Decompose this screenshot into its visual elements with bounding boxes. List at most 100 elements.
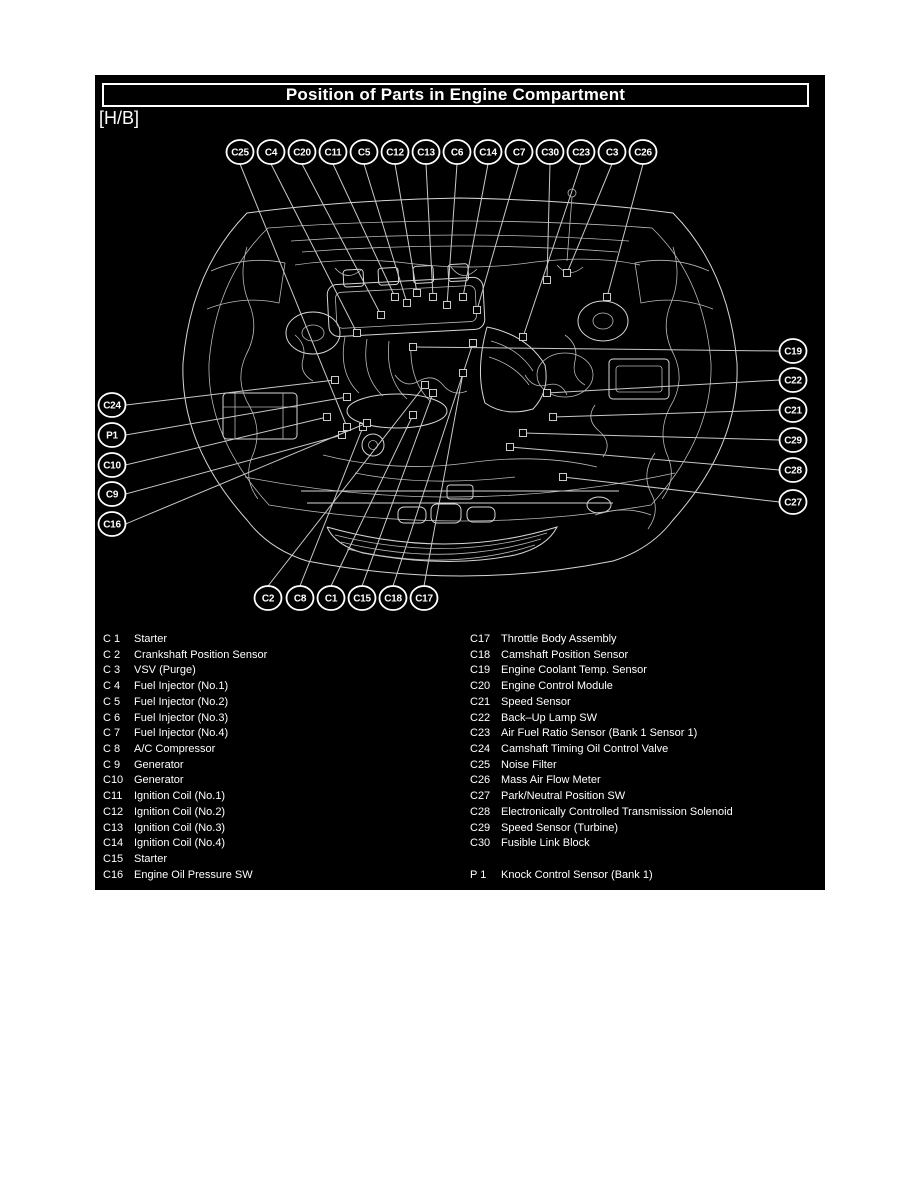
legend-code: C 7 (103, 727, 121, 740)
part-label-circle (285, 585, 315, 611)
legend-code: C 4 (103, 680, 121, 693)
legend-code: C12 (103, 805, 124, 818)
part-label-text: C20 (293, 148, 311, 159)
legend-code: C17 (470, 633, 491, 645)
part-label-text: P1 (106, 431, 118, 442)
part-label-circle (597, 139, 627, 165)
legend-desc: Crankshaft Position Sensor (134, 648, 268, 661)
part-label-C20: C20 (287, 139, 317, 165)
legend-row: C 7 Fuel Injector (No.4) (103, 726, 267, 742)
part-label-circle (349, 139, 379, 165)
legend-code: C11 (103, 790, 123, 803)
legend-code: C 3 (103, 664, 121, 677)
part-label-C6: C6 (442, 139, 472, 165)
legend-code: C26 (470, 774, 491, 787)
part-label-text: C26 (634, 148, 652, 159)
connector-mark-C10 (323, 413, 331, 421)
part-label-circle (778, 489, 808, 515)
leader-line-C17 (423, 372, 464, 587)
legend-row: C 1 Starter (103, 632, 267, 648)
part-label-C14: C14 (473, 139, 503, 165)
part-label-text: C9 (106, 490, 119, 501)
part-label-circle (287, 139, 317, 165)
part-label-circle (409, 585, 439, 611)
part-label-C18: C18 (378, 585, 408, 611)
part-label-C2: C2 (253, 585, 283, 611)
part-label-circle (778, 367, 808, 393)
leader-line-C28 (509, 446, 780, 471)
part-label-circle (628, 139, 658, 165)
leader-line-C24 (125, 379, 336, 406)
part-label-C24: C24 (97, 392, 127, 418)
legend-code: C20 (470, 680, 491, 693)
part-label-text: C22 (784, 376, 802, 387)
legend-desc: Camshaft Position Sensor (501, 648, 629, 661)
legend-desc: Fuel Injector (No.1) (134, 680, 229, 693)
part-label-text: C15 (353, 594, 371, 605)
connector-mark-C19 (409, 343, 417, 351)
title-box: Position of Parts in Engine Compartment (102, 83, 809, 107)
part-label-C26: C26 (628, 139, 658, 165)
legend-desc: Park/Neutral Position SW (501, 790, 626, 803)
leader-line-C25 (239, 163, 348, 428)
legend-code: C13 (103, 821, 124, 834)
leader-line-C12 (394, 163, 418, 294)
legend-desc: Mass Air Flow Meter (501, 774, 601, 787)
connector-mark-P1 (343, 393, 351, 401)
legend-desc: Throttle Body Assembly (501, 633, 617, 645)
leader-line-C30 (546, 163, 551, 281)
part-label-text: C3 (606, 148, 619, 159)
leader-line-C20 (301, 163, 382, 316)
legend-desc: Engine Coolant Temp. Sensor (501, 664, 647, 677)
legend-code: C28 (470, 805, 491, 818)
connector-mark-C15 (429, 389, 437, 397)
leader-line-C11 (332, 163, 396, 298)
part-label-text: C1 (325, 594, 338, 605)
legend-row: C26 Mass Air Flow Meter (470, 773, 733, 789)
legend-code: C 1 (103, 633, 121, 645)
legend-desc: Starter (134, 633, 168, 645)
part-label-C13: C13 (411, 139, 441, 165)
part-label-circle (778, 427, 808, 453)
part-label-circle (778, 397, 808, 423)
leader-line-C10 (125, 416, 328, 466)
connector-mark-C3 (563, 269, 571, 277)
legend-desc: Back–Up Lamp SW (501, 711, 597, 724)
legend-desc: A/C Compressor (134, 743, 216, 756)
part-label-C16: C16 (97, 511, 127, 537)
part-label-text: C30 (541, 148, 559, 159)
legend-code: P 1 (470, 868, 487, 881)
part-label-circle (380, 139, 410, 165)
part-label-text: C27 (784, 498, 802, 509)
part-label-C22: C22 (778, 367, 808, 393)
connector-mark-C24 (331, 376, 339, 384)
part-label-circle (378, 585, 408, 611)
part-label-text: C13 (417, 148, 435, 159)
part-label-text: C28 (784, 466, 802, 477)
legend-desc: Generator (134, 774, 184, 787)
connector-mark-C27 (559, 473, 567, 481)
connector-mark-C12 (413, 289, 421, 297)
legend-desc: Generator (134, 758, 184, 771)
part-label-circle (97, 452, 127, 478)
legend-desc: Fuel Injector (No.4) (134, 727, 229, 740)
part-label-C4: C4 (256, 139, 286, 165)
part-label-text: C12 (386, 148, 404, 159)
connector-mark-C20 (377, 311, 385, 319)
leader-line-C16 (125, 422, 368, 525)
legend-desc: Noise Filter (501, 758, 557, 771)
part-label-text: C8 (294, 594, 307, 605)
legend-code: C 5 (103, 695, 121, 708)
